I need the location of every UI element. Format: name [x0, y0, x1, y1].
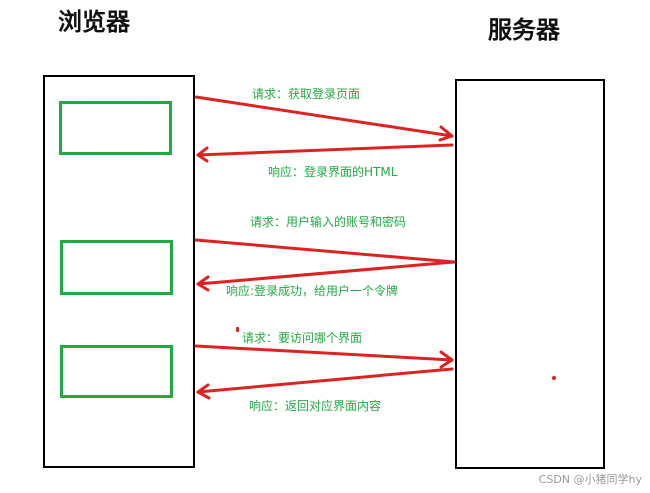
label-response-token: 响应:登录成功，给用户一个令牌 — [226, 284, 399, 298]
label-request-credentials: 请求：用户输入的账号和密码 — [250, 215, 407, 229]
arrow-request-login-page — [194, 95, 454, 142]
label-request-login-page: 请求：获取登录页面 — [252, 87, 361, 101]
browser-slot-page-content — [60, 345, 173, 398]
label-request-page: 请求：要访问哪个界面 — [242, 331, 363, 345]
arrow-response-token — [196, 260, 456, 292]
browser-box — [43, 75, 195, 468]
arrow-request-credentials — [194, 238, 456, 264]
arrow-response-content — [196, 367, 454, 400]
label-response-login-html: 响应：登录界面的HTML — [268, 165, 398, 179]
stray-mark — [236, 327, 239, 332]
server-title: 服务器 — [488, 16, 560, 44]
csdn-watermark: CSDN @小猪同学hy — [538, 473, 642, 486]
stray-dot — [552, 376, 556, 380]
server-box — [455, 79, 605, 469]
browser-slot-credentials — [60, 240, 173, 295]
label-response-content: 响应：返回对应界面内容 — [249, 399, 382, 413]
browser-title: 浏览器 — [58, 8, 130, 36]
arrow-response-login-html — [196, 143, 454, 163]
arrow-request-page — [194, 344, 454, 369]
browser-slot-login-page — [59, 101, 172, 155]
